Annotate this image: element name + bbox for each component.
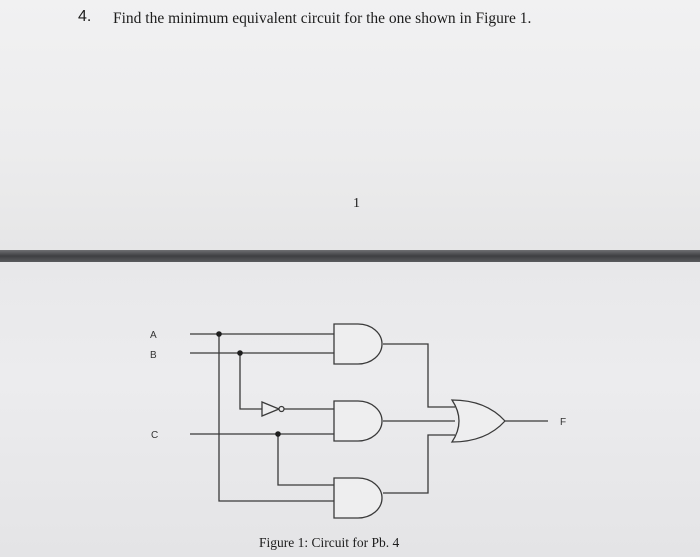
inverter-bubble bbox=[278, 405, 285, 413]
junction-b bbox=[237, 350, 243, 356]
question-number: 4. bbox=[78, 8, 92, 25]
and-gate-3 bbox=[333, 477, 383, 519]
label-a: A bbox=[150, 330, 157, 341]
junction-a bbox=[216, 331, 222, 337]
page-number: 1 bbox=[353, 196, 360, 211]
and-gate-1 bbox=[333, 323, 383, 365]
question-text: Find the minimum equivalent circuit for … bbox=[113, 10, 532, 27]
or-gate bbox=[450, 399, 506, 443]
logic-circuit-diagram: A B C F bbox=[150, 323, 566, 519]
and-gate-2 bbox=[333, 400, 383, 442]
label-b: B bbox=[150, 350, 157, 361]
and1-to-or-wire bbox=[383, 343, 455, 408]
figure-caption: Figure 1: Circuit for Pb. 4 bbox=[259, 535, 400, 550]
page-divider bbox=[0, 250, 700, 262]
b-to-inverter-wire bbox=[239, 353, 262, 410]
a-to-and3-wire bbox=[218, 334, 334, 502]
inverter-triangle bbox=[261, 401, 281, 417]
label-c: C bbox=[151, 430, 158, 441]
label-f: F bbox=[560, 417, 566, 428]
c-to-and3-wire bbox=[277, 434, 334, 486]
and3-to-or-wire bbox=[383, 434, 455, 494]
upper-page bbox=[0, 0, 700, 252]
junction-c bbox=[275, 431, 281, 437]
